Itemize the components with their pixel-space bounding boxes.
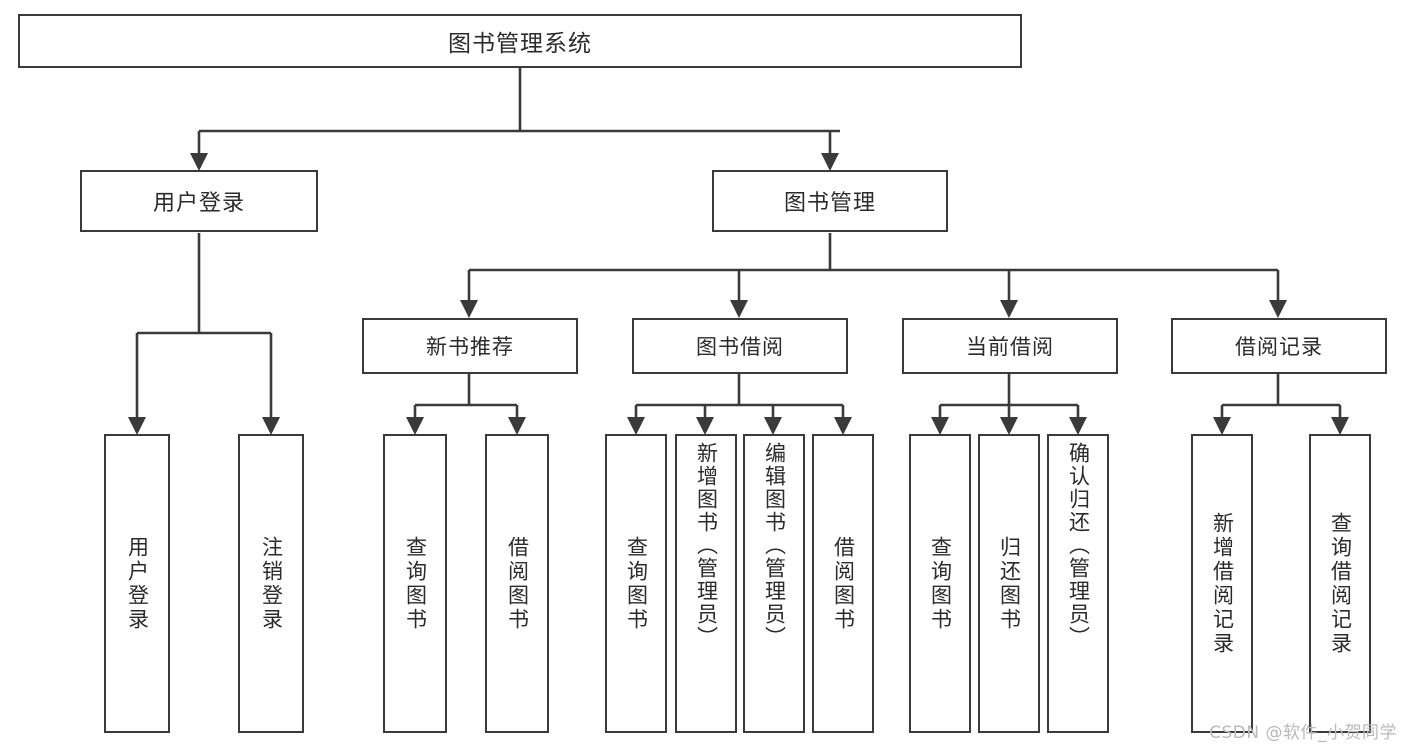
leaf-borrow-record-query-record[interactable]: 查询借阅记录 [1309, 434, 1371, 733]
leaf-label: 确认归还（管理员） [1066, 442, 1091, 649]
leaf-current-borrow-query-book[interactable]: 查询图书 [909, 434, 971, 733]
leaf-label: 查询图书 [403, 535, 428, 632]
leaf-new-book-borrow-book[interactable]: 借阅图书 [485, 434, 549, 733]
leaf-new-book-query-book[interactable]: 查询图书 [383, 434, 447, 733]
leaf-current-borrow-return-book[interactable]: 归还图书 [978, 434, 1040, 733]
leaf-label: 编辑图书（管理员） [762, 442, 787, 649]
node-user-login[interactable]: 用户登录 [80, 170, 318, 232]
leaf-user-login-login[interactable]: 用户登录 [104, 434, 170, 733]
node-book-borrow[interactable]: 图书借阅 [632, 318, 848, 374]
leaf-user-login-logout[interactable]: 注销登录 [238, 434, 304, 733]
leaf-label: 查询借阅记录 [1328, 511, 1353, 656]
leaf-book-borrow-edit-book-admin[interactable]: 编辑图书（管理员） [743, 434, 805, 733]
node-book-management[interactable]: 图书管理 [712, 170, 948, 232]
leaf-label: 借阅图书 [831, 535, 856, 632]
leaf-label: 借阅图书 [505, 535, 530, 632]
leaf-label: 新增借阅记录 [1210, 511, 1235, 656]
csdn-watermark: CSDN @软件_小贺同学 [1209, 723, 1397, 743]
node-new-book-recommend[interactable]: 新书推荐 [362, 318, 578, 374]
node-borrow-record[interactable]: 借阅记录 [1171, 318, 1387, 374]
leaf-label: 注销登录 [259, 535, 284, 632]
leaf-label: 查询图书 [624, 535, 649, 632]
leaf-book-borrow-add-book-admin[interactable]: 新增图书（管理员） [675, 434, 737, 733]
leaf-label: 用户登录 [125, 535, 150, 632]
leaf-label: 新增图书（管理员） [694, 442, 719, 649]
leaf-current-borrow-confirm-return-admin[interactable]: 确认归还（管理员） [1047, 434, 1109, 733]
leaf-book-borrow-query-book[interactable]: 查询图书 [605, 434, 667, 733]
leaf-label: 查询图书 [928, 535, 953, 632]
node-root-book-management-system[interactable]: 图书管理系统 [18, 14, 1022, 68]
node-current-borrow[interactable]: 当前借阅 [902, 318, 1118, 374]
leaf-borrow-record-add-record[interactable]: 新增借阅记录 [1191, 434, 1253, 733]
leaf-label: 归还图书 [997, 535, 1022, 632]
leaf-book-borrow-borrow-book[interactable]: 借阅图书 [812, 434, 874, 733]
